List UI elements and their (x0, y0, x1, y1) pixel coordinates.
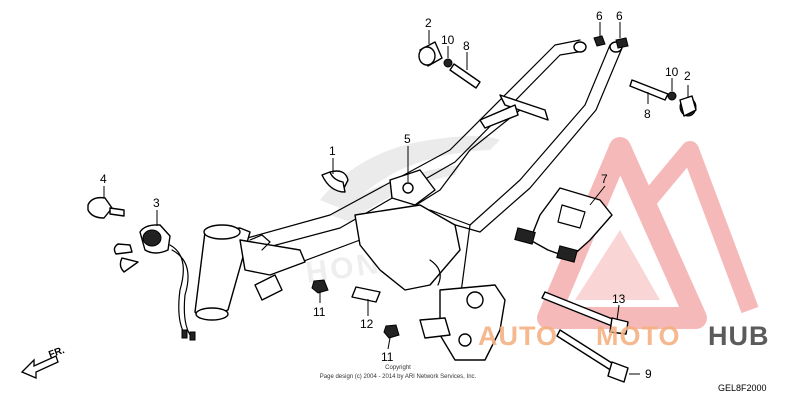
callout-8-right: 8 (644, 107, 651, 121)
part-rubber-12 (351, 286, 381, 303)
brand-hub: HUB (708, 321, 770, 351)
part-nut-10-left (443, 58, 453, 68)
front-direction-label: FR. (47, 345, 66, 361)
part-nut-11-upper (311, 279, 329, 294)
main-frame (194, 39, 623, 361)
part-bolt-9 (556, 329, 629, 383)
callout-1: 1 (329, 144, 336, 158)
front-arrow-icon (20, 355, 59, 379)
part-bolt-13 (541, 291, 629, 335)
leader-lines (103, 22, 689, 375)
part-cap-2-right (679, 95, 697, 117)
figure-code: GEL8F2000 (718, 383, 767, 393)
part-cap-2-left (418, 41, 443, 67)
part-bolt-8-left (449, 63, 481, 89)
copyright-line-2: Page design (c) 2004 - 2014 by ARI Netwo… (320, 374, 477, 380)
part-nut-6-left (593, 35, 606, 47)
callout-2-left: 2 (425, 16, 432, 30)
callout-8-left: 8 (463, 39, 470, 53)
callout-5: 5 (404, 132, 411, 146)
callout-11-lower: 11 (381, 350, 394, 364)
callout-3: 3 (153, 196, 160, 210)
part-nut-6-right (615, 37, 629, 49)
callout-9: 9 (645, 367, 652, 381)
callout-11-upper: 11 (313, 305, 326, 319)
automotohub-wordmark: AUTO MOTO HUB (478, 321, 770, 351)
part-key-cover-4 (87, 196, 125, 219)
callout-13: 13 (612, 292, 626, 306)
callout-12: 12 (360, 317, 374, 331)
brand-auto: AUTO (478, 321, 558, 351)
part-ignition-switch-3 (113, 224, 196, 341)
copyright-line-1: Copyright (385, 365, 411, 371)
part-bolt-8-right (629, 79, 669, 101)
part-nut-11-lower (383, 324, 400, 339)
front-direction-indicator: FR. (20, 345, 66, 379)
callout-6-right: 6 (616, 9, 623, 23)
callout-4: 4 (100, 172, 107, 186)
callout-7: 7 (601, 172, 608, 186)
callout-2-right: 2 (684, 69, 691, 83)
part-stand-bracket-7 (514, 187, 613, 263)
part-band-1 (321, 171, 346, 193)
part-nut-10-right (667, 91, 677, 101)
callout-6-left: 6 (596, 9, 603, 23)
callout-numbers: 2 10 8 6 6 10 2 8 1 5 4 3 7 11 12 11 13 … (100, 9, 691, 381)
callout-10-right: 10 (665, 65, 679, 79)
brand-moto: MOTO (596, 321, 681, 351)
callout-10-left: 10 (441, 33, 455, 47)
